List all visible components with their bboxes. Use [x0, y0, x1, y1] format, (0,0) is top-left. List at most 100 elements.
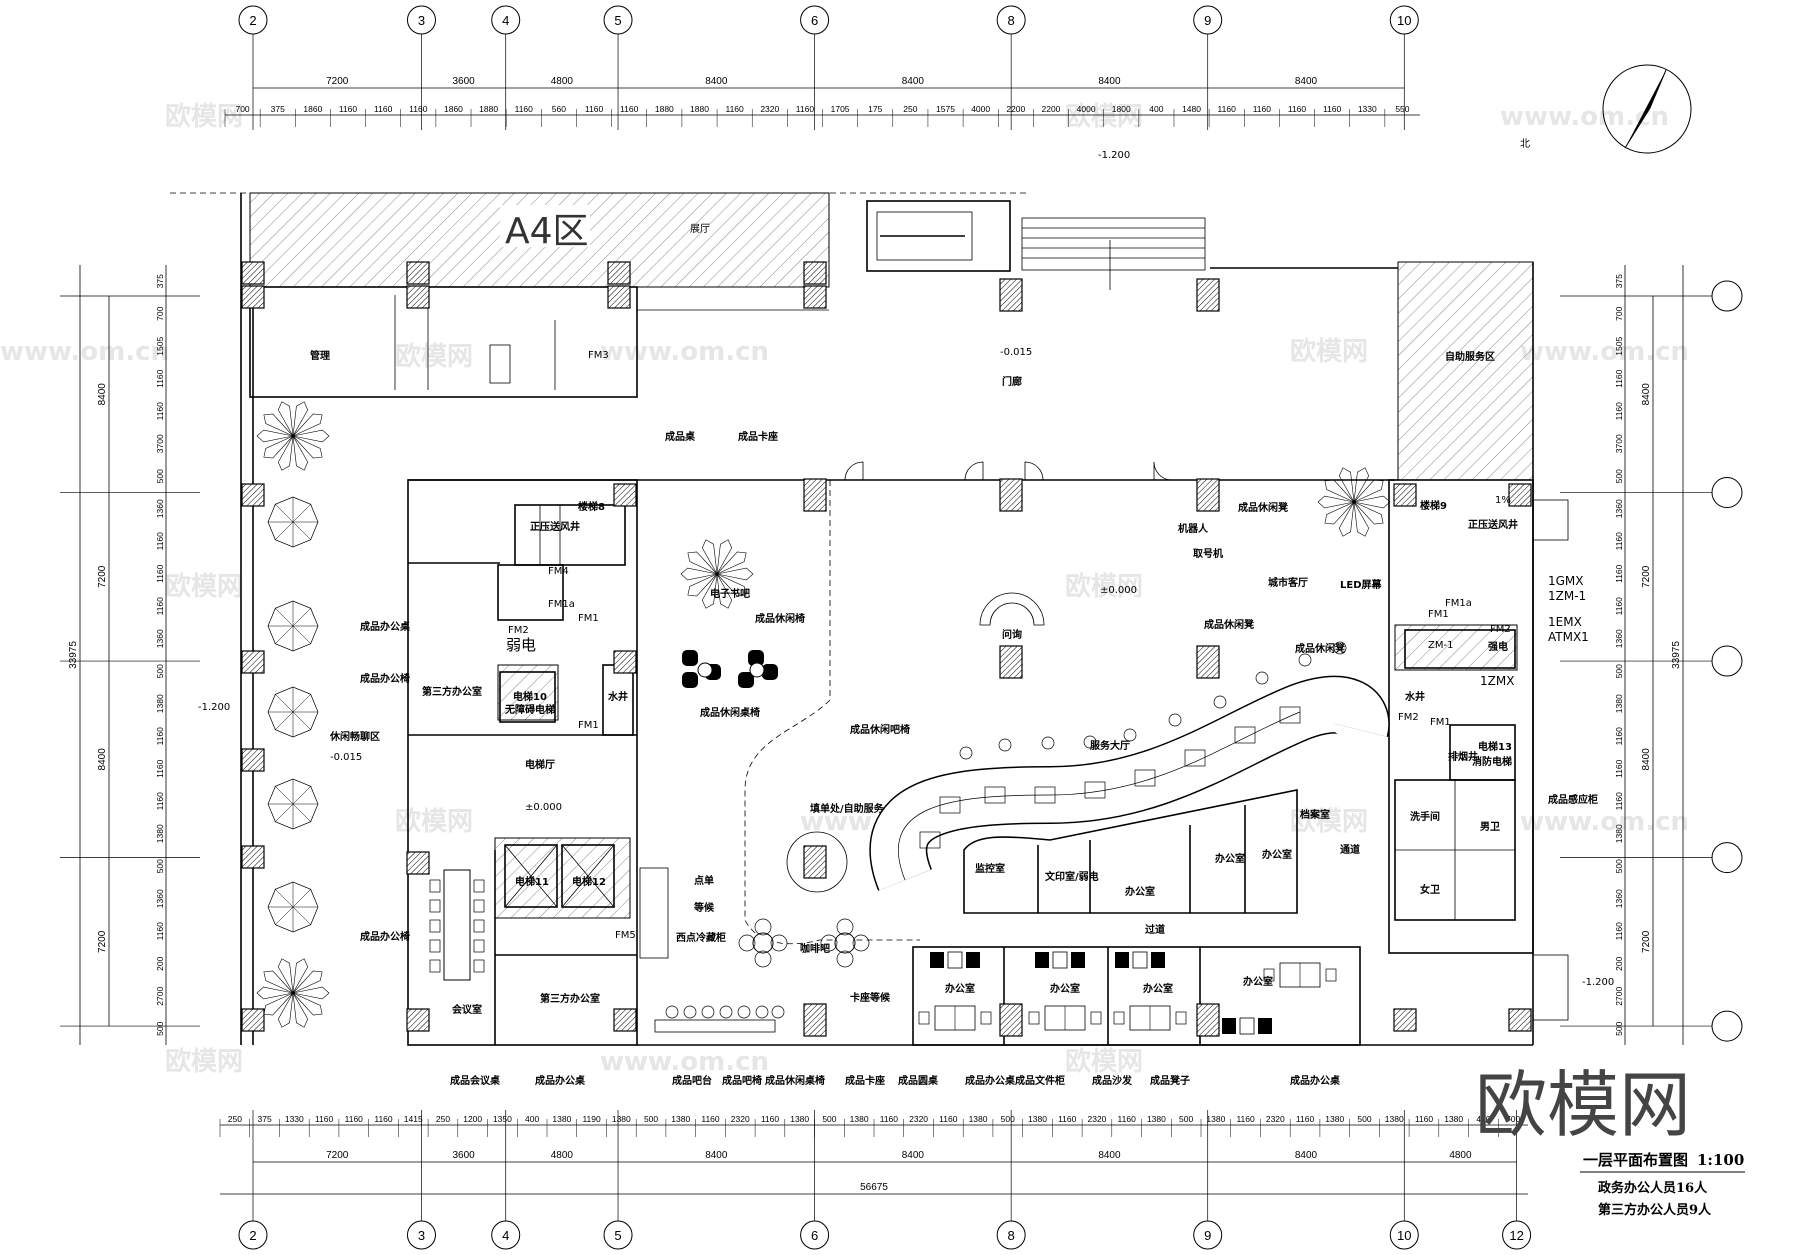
svg-text:FM1: FM1 [1430, 717, 1451, 728]
svg-text:FM1: FM1 [578, 720, 599, 731]
round-table-icon [697, 662, 713, 678]
exhibition-label: 展厅 [690, 223, 710, 235]
plant-icon [256, 401, 330, 471]
svg-text:女卫: 女卫 [1420, 883, 1440, 896]
lounge-boundary [744, 480, 920, 945]
plant-leaf [687, 551, 718, 575]
column [241, 483, 265, 507]
entrance-doors [844, 461, 1173, 481]
workstation-icon [919, 831, 941, 849]
dimension-label: 1415 [404, 1114, 423, 1124]
dimension-label: 1160 [585, 104, 604, 114]
dimension-label: 500 [1179, 1114, 1193, 1124]
walls [170, 192, 1569, 1046]
svg-text:1%: 1% [1495, 495, 1511, 506]
umbrella-icon [267, 496, 319, 548]
column [406, 851, 430, 875]
svg-text:FM2: FM2 [1398, 712, 1419, 723]
title-block: 欧模网 一层平面布置图 1:100 政务办公人员16人 第三方办公人员9人 [1475, 1063, 1745, 1218]
lounge-chair-icon [748, 650, 764, 666]
axis-bubble [1711, 842, 1743, 874]
chair [836, 950, 854, 968]
dimension-label: 175 [868, 104, 882, 114]
dimension-label: 1380 [1385, 1114, 1404, 1124]
dimension-label: 1160 [1614, 597, 1624, 616]
plant-leaf [277, 401, 294, 437]
dimension-label: 500 [1614, 859, 1624, 873]
dimension-label: 1160 [1614, 402, 1624, 421]
pastry-counter [639, 867, 669, 959]
dimension-label: 4000 [1077, 104, 1096, 114]
svg-text:成品吧台: 成品吧台 [672, 1074, 712, 1087]
round-table-icon [749, 662, 765, 678]
svg-text:www.om.cn: www.om.cn [1520, 337, 1689, 367]
svg-text:强电: 强电 [1488, 640, 1508, 653]
dimension-label: 7200 [1641, 565, 1652, 588]
svg-text:第三方办公室: 第三方办公室 [540, 992, 600, 1005]
svg-text:FM1: FM1 [578, 613, 599, 624]
axis-bubble [1502, 1220, 1532, 1250]
dimension-label: 1160 [374, 104, 393, 114]
plant-icon [256, 958, 330, 1028]
dimension-label: 1160 [1614, 532, 1624, 551]
svg-text:FM1a: FM1a [548, 599, 575, 610]
dimension-label: 250 [436, 1114, 450, 1124]
svg-text:取号机: 取号机 [1193, 547, 1223, 560]
dimension-label: 8400 [902, 76, 925, 87]
svg-text:www.om.cn: www.om.cn [1520, 807, 1689, 837]
svg-text:成品会议桌: 成品会议桌 [450, 1074, 500, 1087]
dimension-label: 1160 [374, 1114, 393, 1124]
dimension-label: 7200 [326, 76, 349, 87]
chair [754, 918, 772, 936]
axis-label: 2 [249, 13, 256, 28]
axis-bubble [1711, 477, 1743, 509]
svg-text:办公室: 办公室 [1243, 975, 1273, 988]
dimension-label: 1160 [1415, 1114, 1434, 1124]
dimension-label: 1380 [790, 1114, 809, 1124]
axis-bubble [800, 5, 830, 35]
svg-text:成品休闲桌椅: 成品休闲桌椅 [700, 706, 760, 719]
axis-bubble [996, 5, 1026, 35]
svg-text:电梯10: 电梯10 [513, 690, 547, 703]
svg-text:卡座等候: 卡座等候 [850, 991, 891, 1004]
dimension-label: 1160 [1253, 104, 1272, 114]
dimension-label: 1360 [1614, 889, 1624, 908]
dimension-label: 1360 [155, 889, 165, 908]
workstation-icon [1134, 769, 1156, 787]
svg-text:欧模网: 欧模网 [395, 806, 473, 837]
svg-text:排烟井: 排烟井 [1448, 750, 1478, 763]
umbrella-rib [275, 786, 311, 822]
dimension-label: 2700 [1614, 987, 1624, 1006]
dimension-label: 1380 [1028, 1114, 1047, 1124]
plant-leaf [716, 573, 733, 609]
dimension-label: 1360 [1614, 499, 1624, 518]
plant-leaf [1353, 501, 1384, 525]
room-labels: A4区 展厅 管理 FM3 门廊 -0.015 自助服务区 -1.200 北 成… [198, 138, 1614, 1087]
dimension-label: 1160 [880, 1114, 899, 1124]
svg-text:电子书吧: 电子书吧 [710, 587, 750, 600]
dimension-label: 8400 [1295, 76, 1318, 87]
bar-stool-icon [771, 1005, 785, 1019]
umbrella-rib [275, 694, 311, 730]
dimension-label: 2200 [1006, 104, 1025, 114]
dimension-label: 1160 [1288, 104, 1307, 114]
svg-text:成品文件柜: 成品文件柜 [1015, 1074, 1065, 1087]
dimension-label: 1160 [155, 922, 165, 941]
axis-bubble [800, 1220, 830, 1250]
dimension-label: 1160 [1058, 1114, 1077, 1124]
cafe-table-icon [738, 918, 788, 968]
dimension-label: 1380 [552, 1114, 571, 1124]
plant-leaf [292, 992, 309, 1028]
dimension-label: 1160 [1614, 727, 1624, 746]
plant-leaf [680, 567, 718, 581]
dimension-label: 375 [271, 104, 285, 114]
dimension-label: 1380 [1325, 1114, 1344, 1124]
svg-text:成品办公桌: 成品办公桌 [360, 620, 410, 633]
svg-text:成品圆桌: 成品圆桌 [898, 1074, 938, 1087]
dimension-label: 1160 [345, 1114, 364, 1124]
dimension-label: 1160 [339, 104, 358, 114]
svg-text:欧模网: 欧模网 [165, 1046, 243, 1077]
axis-label: 12 [1509, 1228, 1523, 1243]
dimension-label: 500 [1357, 1114, 1371, 1124]
svg-text:-1.200: -1.200 [198, 702, 230, 713]
